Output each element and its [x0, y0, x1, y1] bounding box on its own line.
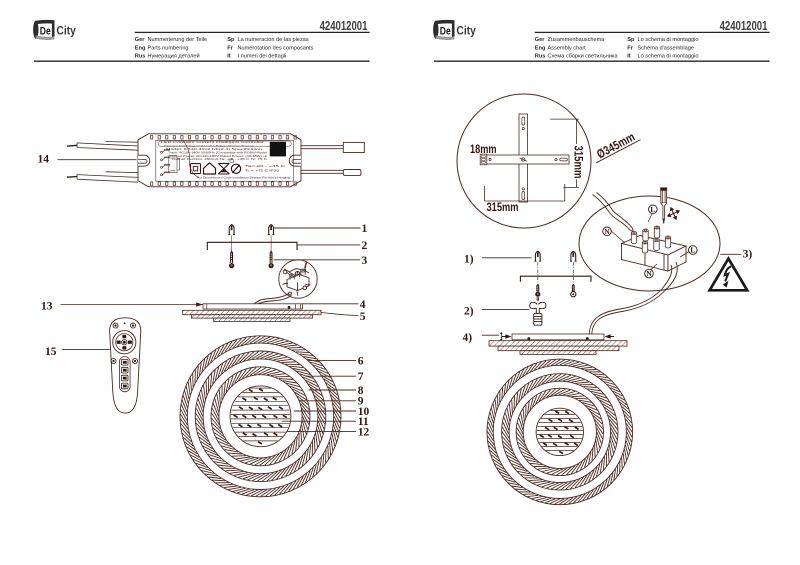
svg-text:4): 4): [463, 332, 473, 344]
svg-text:13: 13: [41, 301, 53, 313]
svg-text:Output Power: DC110-180V Rated: Output Power: DC110-180V Rated Power: (4…: [170, 154, 268, 158]
svg-text:Ger: Ger: [535, 37, 545, 43]
svg-text:Model: KS40-40x2 NF(2.4) Speci: Model: KS40-40x2 NF(2.4) Specification: [166, 147, 263, 151]
svg-text:12: 12: [358, 426, 370, 438]
svg-text:La numeración de las piezas: La numeración de las piezas: [238, 37, 309, 43]
svg-text:Lo schema di montaggio: Lo schema di montaggio: [638, 54, 699, 60]
svg-text:5: 5: [360, 311, 366, 323]
svg-text:L: L: [650, 205, 655, 214]
svg-text:City: City: [56, 25, 76, 37]
svg-text:Sp: Sp: [627, 37, 635, 43]
svg-text:For Discontinued Code Installa: For Discontinued Code Installation Bewar…: [197, 176, 291, 179]
svg-text:Схема сборки светильника: Схема сборки светильника: [548, 54, 619, 60]
svg-text:4: 4: [360, 299, 366, 311]
svg-text:315mm: 315mm: [572, 146, 586, 179]
svg-text:Lo schema di montaggio: Lo schema di montaggio: [638, 37, 699, 43]
svg-text:Track: AC100-240V 50/60Hz (Com: Track: AC100-240V 50/60Hz (Compatible wi…: [168, 150, 267, 154]
svg-text:Eng: Eng: [135, 45, 146, 51]
svg-text:Fr: Fr: [227, 45, 233, 51]
svg-text:2: 2: [362, 240, 368, 252]
svg-text:11: 11: [358, 416, 369, 428]
svg-text:Rus: Rus: [135, 54, 146, 60]
svg-text:It: It: [227, 54, 231, 60]
svg-text:2): 2): [464, 306, 474, 318]
svg-text:Нумерация деталей: Нумерация деталей: [148, 53, 200, 60]
svg-text:18mm: 18mm: [470, 142, 497, 156]
svg-text:3): 3): [743, 249, 753, 261]
svg-text:9: 9: [358, 396, 364, 408]
svg-text:Nummerierung der Teile: Nummerierung der Teile: [148, 37, 208, 43]
svg-text:Ta=-20 - +45 C: Ta=-20 - +45 C: [245, 165, 285, 168]
svg-text:7: 7: [358, 371, 364, 383]
svg-text:De: De: [440, 25, 451, 37]
svg-text:315mm: 315mm: [487, 200, 519, 214]
svg-text:LED Constant Current Intellige: LED Constant Current Intelligent Control…: [161, 140, 264, 144]
svg-text:424012001: 424012001: [720, 18, 768, 33]
svg-text:Zusammenbauschema: Zusammenbauschema: [548, 37, 606, 43]
svg-text:Eng: Eng: [535, 45, 546, 51]
svg-text:15: 15: [45, 346, 57, 358]
svg-text:N: N: [646, 269, 652, 278]
svg-text:Assembly chart: Assembly chart: [548, 45, 587, 51]
svg-text:1: 1: [362, 223, 368, 235]
svg-text:Rus: Rus: [535, 54, 546, 60]
svg-text:Numérotation des composants: Numérotation des composants: [238, 45, 314, 51]
svg-text:Ger: Ger: [135, 37, 145, 43]
svg-text:Sp: Sp: [227, 37, 235, 43]
svg-text:10: 10: [358, 406, 370, 418]
svg-text:8: 8: [358, 385, 364, 397]
svg-text:N: N: [604, 227, 610, 236]
svg-text:L: L: [690, 246, 695, 255]
svg-text:Parts numbering: Parts numbering: [148, 45, 189, 51]
svg-text:Output Current: 450mA Ta: -20: Output Current: 450mA Ta: -20 - +45 C Tc…: [172, 157, 267, 161]
svg-text:1): 1): [464, 254, 474, 266]
svg-text:It: It: [627, 54, 631, 60]
svg-text:3: 3: [362, 255, 368, 267]
svg-text:Schéma d'assemblage: Schéma d'assemblage: [638, 45, 694, 51]
svg-text:De: De: [40, 25, 51, 37]
svg-text:424012001: 424012001: [320, 18, 368, 33]
svg-text:Tc = +75 C IP20: Tc = +75 C IP20: [245, 170, 280, 173]
svg-text:14: 14: [38, 153, 50, 165]
svg-text:Fr: Fr: [627, 45, 633, 51]
svg-text:6: 6: [358, 356, 364, 368]
svg-text:Service Dimming and Color-Adju: Service Dimming and Color-Adjust Power S…: [164, 144, 255, 147]
svg-text:City: City: [456, 25, 476, 37]
svg-text:I numeri dei dettagli: I numeri dei dettagli: [238, 54, 287, 60]
